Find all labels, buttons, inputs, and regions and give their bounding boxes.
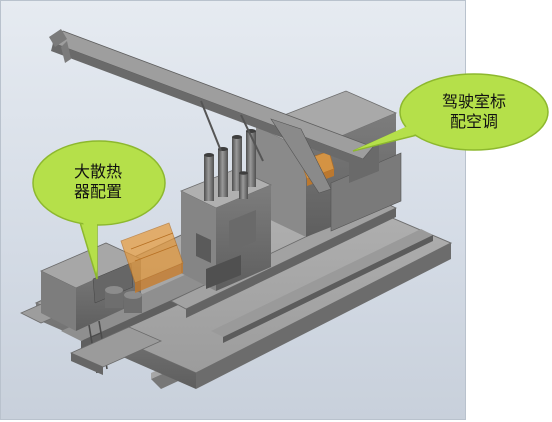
front-plate: [70, 326, 162, 375]
callout-radiator-bubble: [32, 140, 166, 280]
cad-viewport: [0, 0, 466, 420]
radiator-module: [40, 242, 142, 331]
callout-cab-ac-line2: 配空调: [449, 112, 498, 131]
engine-tower: [180, 168, 272, 291]
callout-cab-ac-label: 驾驶室标 配空调: [424, 92, 524, 132]
radiator-highlight: [120, 222, 184, 293]
callout-cab-ac-line1: 驾驶室标: [441, 92, 506, 111]
callout-radiator-label: 大散热 器配置: [58, 162, 138, 202]
crane-boom: [49, 29, 374, 194]
machine-render: [20, 29, 453, 389]
callout-radiator-line2: 器配置: [73, 182, 122, 201]
callout-radiator-line1: 大散热: [73, 162, 122, 181]
